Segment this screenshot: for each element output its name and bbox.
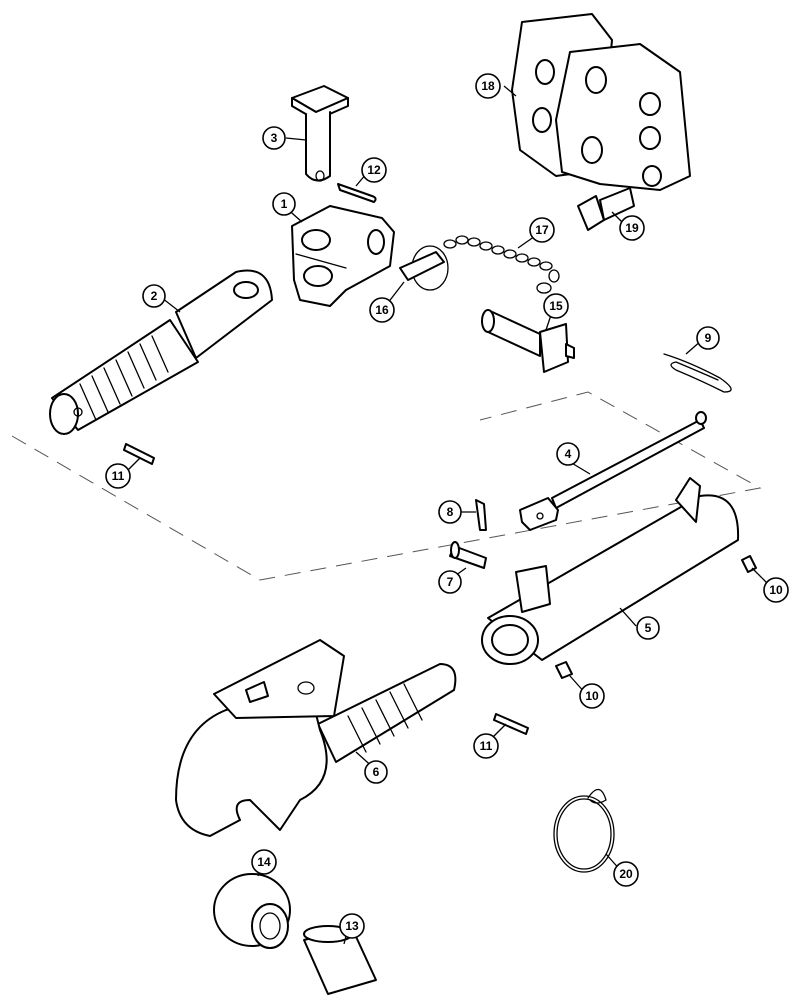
callout-13-label: 13 [345,919,359,933]
callout-1-label: 1 [281,197,288,211]
assembly-dashed-frame [11,391,762,581]
callout-3: 3 [262,126,286,150]
part-4-rod [519,411,707,531]
callout-6-label: 6 [373,765,380,779]
callout-20-label: 20 [619,867,633,881]
part-18-mounting-bracket [511,13,691,191]
callout-10-lower: 10 [579,683,605,709]
part-7-clevis-pin [449,541,487,569]
callout-9: 9 [696,326,720,350]
callout-7: 7 [438,570,462,594]
callout-10-upper-label: 10 [769,583,783,597]
part-16-linch-pin [399,245,449,291]
callout-7-label: 7 [447,575,454,589]
part-14-ball [213,873,291,949]
callout-12-label: 12 [367,163,381,177]
callout-18: 18 [475,73,501,99]
callout-12: 12 [361,157,387,183]
callout-4: 4 [556,442,580,466]
callout-11-upper: 11 [105,463,131,489]
part-19-bolt [577,187,635,231]
callout-4-label: 4 [565,447,572,461]
part-5-cylinder-tube [481,477,740,665]
callout-18-label: 18 [481,79,495,93]
part-2-threaded-rod-end [49,269,273,435]
callout-9-label: 9 [705,331,712,345]
callout-2: 2 [142,284,166,308]
callout-5-label: 5 [645,621,652,635]
callout-14-label: 14 [257,855,271,869]
callout-8: 8 [438,500,462,524]
callout-17: 17 [529,217,555,243]
part-20-spring-ring [553,788,615,873]
part-1-clevis [291,205,395,307]
part-11-roll-pin-upper [123,443,155,465]
part-9-r-clip [663,353,732,393]
part-15-pin-with-plate [481,309,575,373]
part-11-roll-pin-lower [493,713,529,735]
part-17-chain [443,235,560,294]
part-6-hook-assembly [175,639,457,837]
part-13-bushing [303,925,377,995]
callout-13: 13 [339,913,365,939]
callout-19-label: 19 [625,221,639,235]
part-12-split-pin [337,183,377,203]
callout-1: 1 [272,192,296,216]
callout-3-label: 3 [271,131,278,145]
callout-20: 20 [613,861,639,887]
callout-10-upper: 10 [763,577,789,603]
part-10-grease-nipple-lower [555,661,573,679]
callout-11-lower: 11 [473,733,499,759]
callout-19: 19 [619,215,645,241]
callout-15-label: 15 [549,299,563,313]
callout-11-upper-label: 11 [112,469,125,483]
callout-5: 5 [636,616,660,640]
callout-15: 15 [543,293,569,319]
callout-16: 16 [369,297,395,323]
callout-10-lower-label: 10 [585,689,599,703]
callout-11-lower-label: 11 [480,739,493,753]
callout-6: 6 [364,760,388,784]
callout-17-label: 17 [535,223,549,237]
callout-8-label: 8 [447,505,454,519]
callout-2-label: 2 [151,289,158,303]
callout-16-label: 16 [375,303,389,317]
part-3-pin [291,85,349,182]
part-8-split-pin [475,499,487,531]
callout-14: 14 [251,849,277,875]
